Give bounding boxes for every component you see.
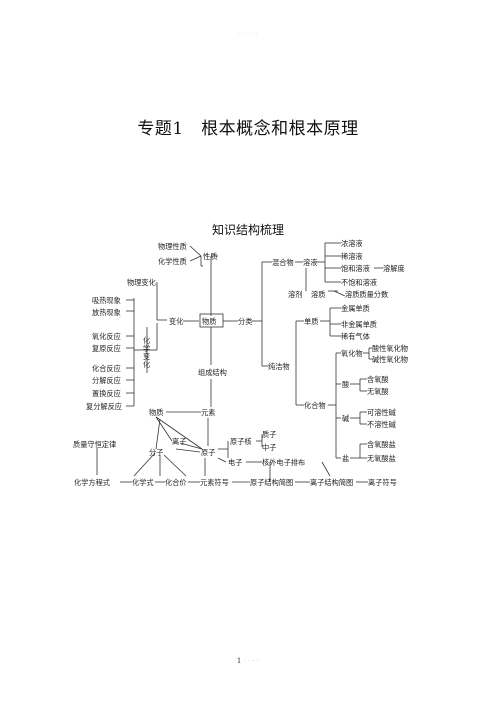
section-subtitle: 知识结构梳理 [211,223,284,237]
node-combination: 化合反应 [92,364,121,373]
node-solvent: 溶剂 [288,290,302,299]
node-nucleus: 原子核 [230,437,252,446]
node-insoluble-base: 不溶性碱 [367,420,396,429]
header-watermark: · · · · · [237,30,259,38]
node-pure-substance: 纯洁物 [268,362,290,371]
node-solute: 溶质 [311,290,325,299]
node-electron: 电子 [228,458,242,467]
page-title: 专题1 根本概念和根本原理 [137,119,359,139]
node-conservation-law: 质量守恒定律 [73,440,116,449]
node-matter: 物质 [149,408,163,417]
center-box [199,313,224,328]
node-acidic-oxide: 酸性氧化物 [372,344,408,353]
node-chemical-property: 化学性质 [158,257,187,266]
node-double-decomposition: 复分解反应 [86,402,122,411]
node-property: 性质 [203,252,217,261]
concept-nodes: 物理性质 化学性质 性质 物理变化 吸热现象 放热现象 氧化反应 复原反应 化合… [73,239,408,487]
node-neutron: 中子 [262,443,276,452]
chemical-change-char-3: 变 [143,352,150,361]
node-mixture: 混合物 [272,258,294,267]
node-ion-structure-diagram: 离子结构简图 [310,478,353,487]
node-soluble-base: 可溶性碱 [367,408,396,417]
node-oxidation: 氧化反应 [92,332,121,341]
node-atom: 原子 [201,448,215,457]
node-reduction: 复原反应 [92,344,121,353]
node-unsaturated: 不饱和溶液 [341,278,377,287]
chemical-change-char-4: 化 [143,360,150,369]
node-endothermic: 吸热现象 [92,296,121,305]
node-chemical-formula: 化学式 [132,478,154,487]
node-exothermic: 放热现象 [92,308,121,317]
node-electron-arrangement: 核外电子排布 [262,458,305,467]
page-number: 1 [236,657,242,665]
node-dilute: 稀溶液 [341,252,363,261]
node-ion-symbol: 离子符号 [368,478,397,487]
node-noble-gas: 稀有气体 [341,332,370,341]
node-atomic-structure-diagram: 原子结构简图 [250,478,293,487]
node-anoxic-salt: 无氧酸盐 [367,454,396,463]
node-mass-fraction: 溶质质量分数 [345,290,388,299]
node-element: 元素 [201,408,215,417]
footer-watermark: · · · · [243,657,260,665]
node-saturated: 饱和溶液 [341,264,370,273]
page-footer: 1 · · · · [0,657,496,665]
node-displacement: 置换反应 [92,389,121,398]
node-oxide: 氧化物 [341,349,363,358]
node-solution: 溶液 [303,258,317,267]
node-ion: 离子 [172,437,186,446]
node-chemical-equation: 化学方程式 [74,478,110,487]
node-proton: 质子 [262,430,276,439]
chemical-change-char-2: 学 [143,344,150,353]
node-salt: 盐 [342,454,349,463]
node-physical-property: 物理性质 [158,242,187,251]
node-anoxic-acid: 无氧酸 [367,387,389,396]
chemical-change-label: 化 学 变 化 [143,336,150,369]
node-compound: 化合物 [304,401,326,410]
node-change: 变化 [169,317,183,326]
chemical-change-char-1: 化 [143,336,150,345]
node-concentrated: 浓溶液 [341,239,363,248]
node-elementary-substance: 单质 [304,317,318,326]
node-nonmetal-element: 非金属单质 [341,320,377,329]
node-decomposition: 分解反应 [92,376,121,385]
node-physical-change: 物理变化 [127,278,156,287]
node-metal-element: 金属单质 [341,304,370,313]
node-oxysalt: 含氧酸盐 [367,440,396,449]
node-base: 碱 [342,414,349,423]
node-element-symbol: 元素符号 [200,478,229,487]
connector-lines [96,242,383,483]
node-oxyacid: 含氧酸 [367,375,389,384]
node-solubility: 溶解度 [383,264,405,273]
node-molecule: 分子 [149,448,163,457]
node-acid: 酸 [342,380,349,389]
node-composition-structure: 组成结构 [198,368,227,377]
node-center-matter: 物质 [202,317,216,326]
node-valence: 化合价 [165,478,187,487]
node-classification: 分类 [238,317,252,326]
node-basic-oxide: 碱性氧化物 [372,355,408,364]
